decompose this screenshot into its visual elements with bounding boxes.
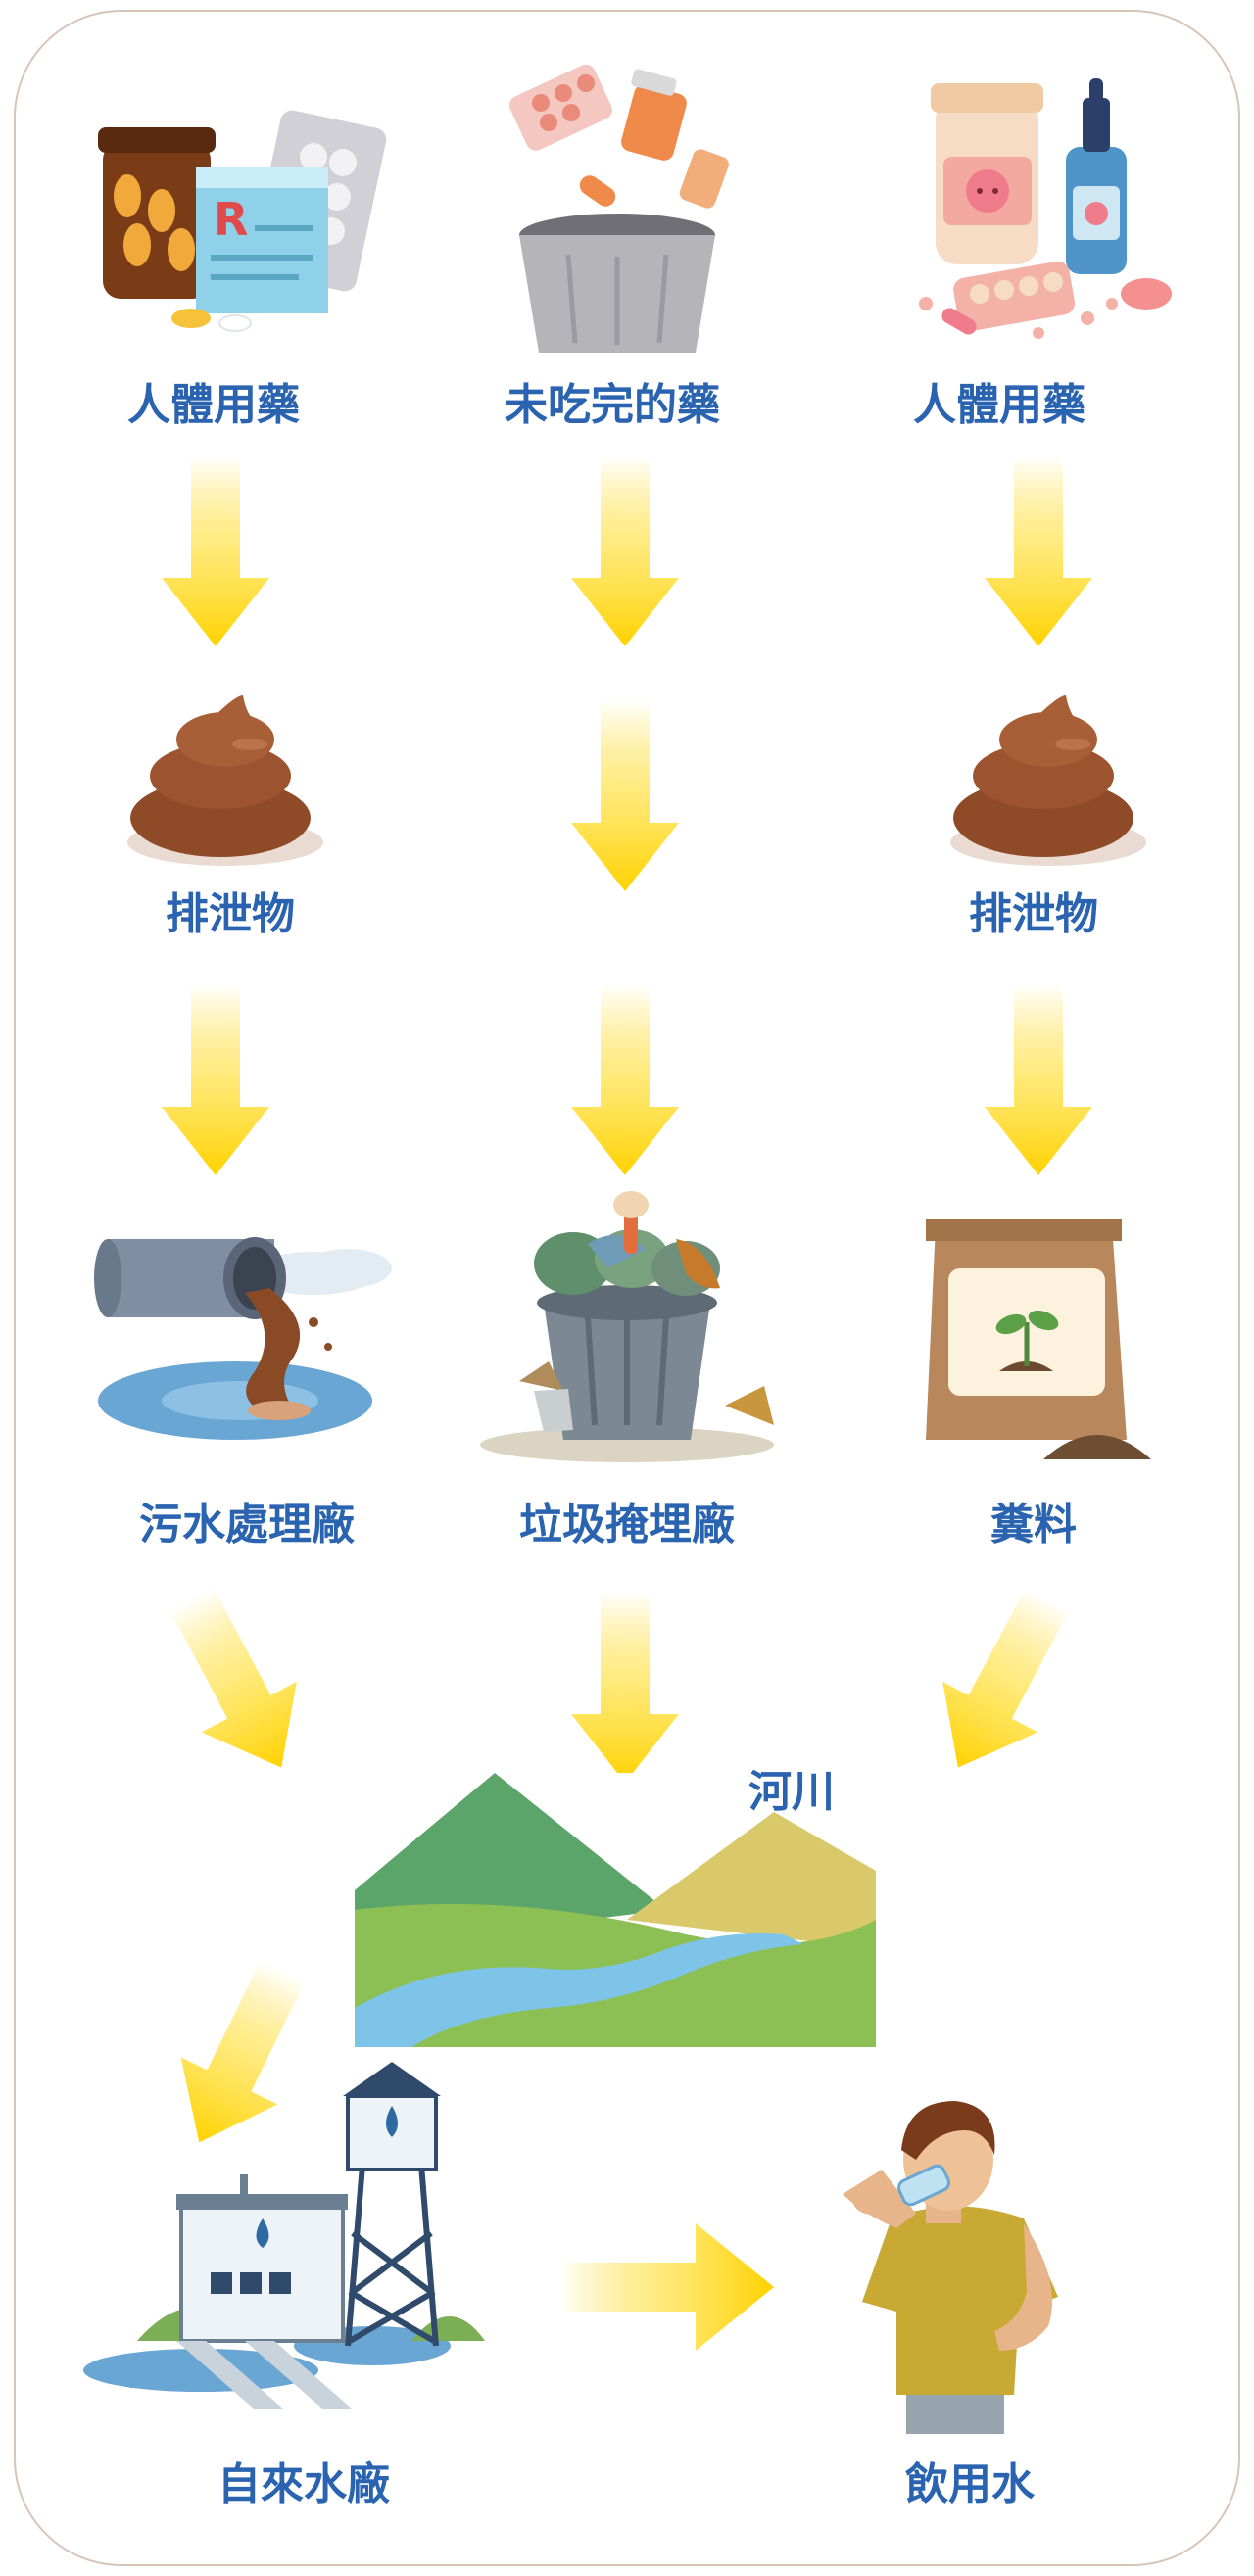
label-sewage-plant: 污水處理廠 [139, 1500, 355, 1550]
arrow-right [558, 2223, 774, 2351]
arrow-down-7 [985, 984, 1092, 1175]
label-river: 河川 [748, 1767, 835, 1817]
label-excrement-right: 排泄物 [969, 889, 1098, 939]
fertilizer-bag-icon [926, 1219, 1151, 1459]
label-drinking-water: 飲用水 [905, 2459, 1035, 2509]
arrow-down-6 [571, 984, 679, 1175]
svg-text:R: R [214, 193, 248, 246]
arrow-down-1 [162, 455, 269, 646]
poop-icon [127, 695, 323, 866]
arrow-diagonal-sewage [144, 1573, 329, 1793]
label-human-medicine-left: 人體用藥 [127, 380, 300, 430]
arrow-diagonal-manure [910, 1573, 1095, 1793]
garbage-bin-icon [480, 1191, 774, 1462]
arrow-diagonal-river [150, 1946, 332, 2167]
label-manure: 糞料 [990, 1500, 1077, 1550]
river-mountains-icon [355, 1773, 876, 2047]
arrow-down-5 [162, 984, 269, 1175]
arrow-down-4 [571, 700, 679, 891]
trash-can-medicine-icon [509, 64, 729, 353]
arrow-down-2 [571, 455, 679, 646]
water-treatment-plant-icon [83, 2062, 485, 2409]
medicine-bottles-icon: R [98, 110, 387, 332]
arrow-down-8 [571, 1592, 679, 1783]
poop-icon [950, 695, 1146, 866]
label-excrement-left: 排泄物 [166, 889, 295, 939]
sewage-pipe-icon [94, 1237, 392, 1440]
label-landfill: 垃圾掩埋廠 [519, 1500, 735, 1550]
person-drinking-icon [843, 2101, 1058, 2434]
veterinary-medicine-icon [919, 78, 1172, 339]
label-human-medicine-right: 人體用藥 [913, 380, 1085, 430]
label-unused-medicine: 未吃完的藥 [505, 380, 720, 430]
label-water-plant: 自來水廠 [217, 2459, 390, 2509]
arrow-down-3 [985, 455, 1092, 646]
